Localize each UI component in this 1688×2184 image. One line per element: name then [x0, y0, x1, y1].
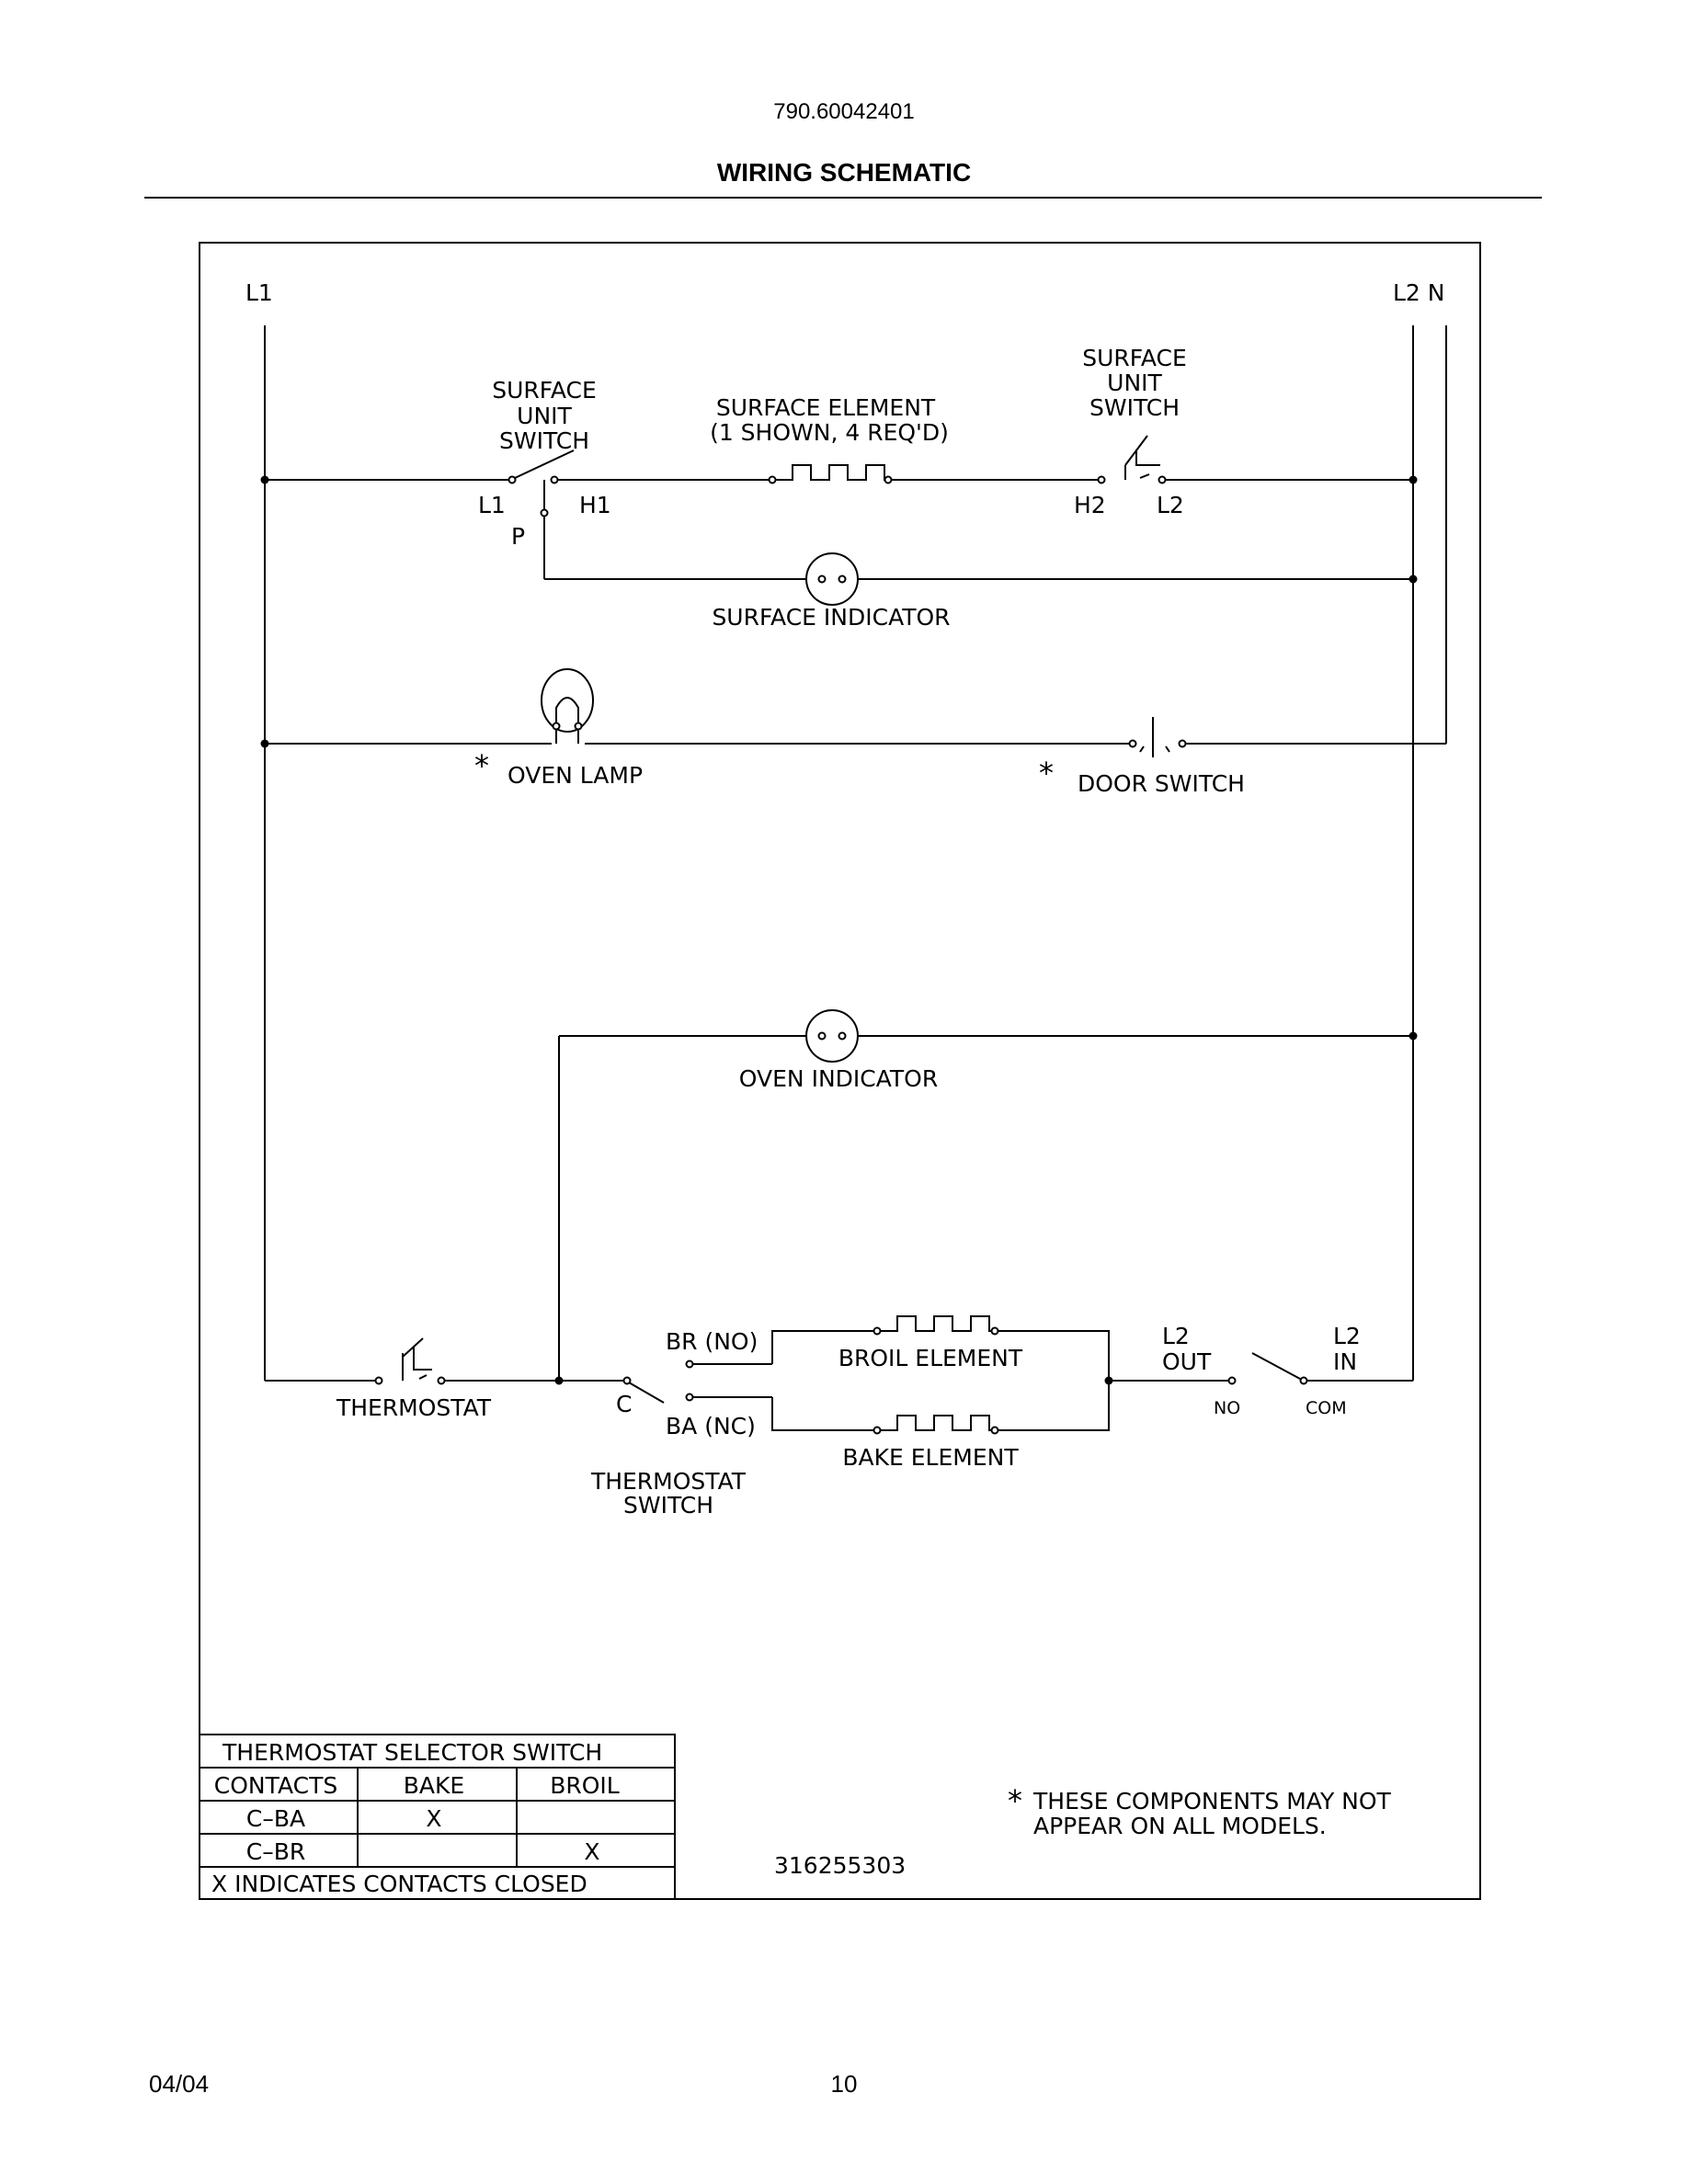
oven-lamp-bulb [541, 668, 594, 733]
junction-dot [1409, 475, 1418, 484]
surface-switch-blade [514, 449, 575, 479]
selector-table [199, 1734, 676, 1900]
surface-indicator-lamp [805, 552, 859, 606]
table-header-broil: BROIL [550, 1772, 620, 1799]
bake-element-label: BAKE ELEMENT [842, 1444, 1019, 1471]
part-number: 316255303 [774, 1852, 906, 1879]
selector-table-title: THERMOSTAT SELECTOR SWITCH [222, 1739, 602, 1766]
table-header-bake: BAKE [404, 1772, 464, 1799]
junction-dot [260, 739, 269, 748]
surface-element-label: SURFACE ELEMENT [716, 394, 936, 421]
selector-table-footer: X INDICATES CONTACTS CLOSED [211, 1871, 587, 1897]
l2-in-label: IN [1333, 1348, 1357, 1375]
junction-dot [1409, 1031, 1418, 1041]
l2-out-label: L2 [1162, 1323, 1190, 1349]
broil-element-coil [877, 1315, 995, 1332]
junction-dot [260, 475, 269, 484]
thermostat-switch-blade [628, 1382, 665, 1404]
thermostat-switch-label: THERMOSTAT [590, 1468, 747, 1495]
door-switch-label: DOOR SWITCH [1078, 770, 1245, 797]
table-cell: X [584, 1838, 599, 1865]
asterisk-mark: * [1039, 756, 1054, 791]
terminal-l1-label: L1 [478, 492, 506, 518]
thermostat-label: THERMOSTAT [336, 1394, 492, 1421]
footer-date: 04/04 [149, 2070, 210, 2098]
page-title: WIRING SCHEMATIC [716, 158, 972, 187]
table-header-contacts: CONTACTS [214, 1772, 337, 1799]
terminal-h1-label: H1 [579, 492, 611, 518]
junction-dot [554, 1376, 564, 1385]
asterisk-mark: * [1008, 1783, 1022, 1818]
br-contact-label: BR (NO) [666, 1328, 758, 1355]
page-number: 10 [830, 2070, 858, 2098]
header-divider [144, 197, 1542, 199]
l2-out-label: OUT [1162, 1348, 1212, 1375]
thermostat-mech [402, 1337, 432, 1381]
document-number: 790.60042401 [773, 99, 915, 124]
surface-switch-2-label: SURFACE [1082, 345, 1187, 371]
note-line: THESE COMPONENTS MAY NOT [1032, 1788, 1392, 1814]
junction-dot [1409, 574, 1418, 584]
terminal-h2-label: H2 [1074, 492, 1106, 518]
thermostat-switch-label: SWITCH [623, 1492, 713, 1519]
bake-element-coil [877, 1415, 995, 1431]
relay-no-label: NO [1214, 1398, 1240, 1418]
surface-element-coil [772, 464, 888, 481]
broil-element-label: BROIL ELEMENT [838, 1345, 1023, 1371]
surface-element-label: (1 SHOWN, 4 REQ'D) [710, 419, 949, 446]
relay-com-label: COM [1306, 1398, 1347, 1418]
surface-switch-label: SWITCH [499, 427, 589, 454]
table-cell: X [426, 1805, 441, 1832]
l2-in-label: L2 [1333, 1323, 1361, 1349]
oven-indicator-label: OVEN INDICATOR [739, 1065, 938, 1092]
l2n-rail-label: L2 N [1393, 279, 1444, 306]
surface-switch-2-label: UNIT [1107, 370, 1162, 396]
terminal-l2-label: L2 [1157, 492, 1184, 518]
surface-indicator-label: SURFACE INDICATOR [712, 604, 950, 631]
table-cell: C–BR [246, 1838, 305, 1865]
l2-relay-blade [1251, 1352, 1301, 1380]
asterisk-mark: * [474, 748, 489, 783]
surface-switch-2-mech [1124, 435, 1160, 480]
l1-rail-label: L1 [245, 279, 273, 306]
door-switch-mech [1120, 717, 1186, 757]
ba-contact-label: BA (NC) [666, 1413, 756, 1439]
oven-lamp-label: OVEN LAMP [508, 762, 643, 789]
table-cell: C–BA [246, 1805, 305, 1832]
oven-indicator-lamp [805, 1009, 859, 1063]
junction-dot [1104, 1376, 1113, 1385]
note-line: APPEAR ON ALL MODELS. [1033, 1813, 1327, 1839]
c-contact-label: C [616, 1391, 632, 1417]
surface-switch-label: UNIT [517, 403, 572, 429]
terminal-p-label: P [511, 523, 525, 550]
surface-switch-2-label: SWITCH [1089, 394, 1180, 421]
schematic-frame [199, 242, 1481, 1900]
surface-switch-label: SURFACE [492, 377, 597, 404]
